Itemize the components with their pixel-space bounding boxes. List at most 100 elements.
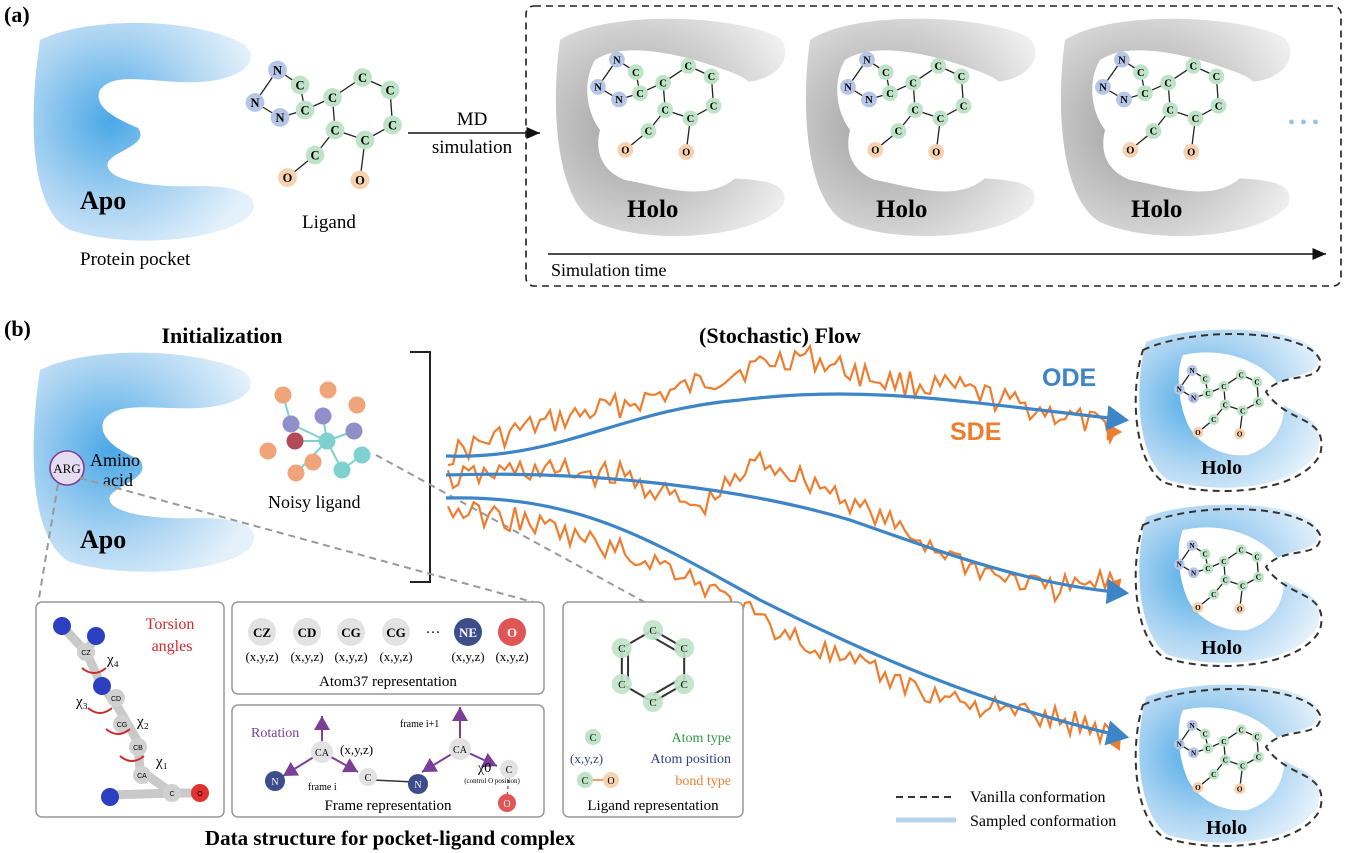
holo-b-label-3: Holo bbox=[1206, 817, 1247, 839]
holo-b-lig-3-atom-8 bbox=[1253, 751, 1264, 763]
holo-a-lig-3-atom-10 bbox=[1162, 102, 1179, 118]
holo-a-lig-1-atom-label-13: O bbox=[682, 148, 690, 159]
benzene-atom-3 bbox=[643, 692, 663, 712]
holo-b-lig-2-atom-label-2: N bbox=[1177, 561, 1183, 569]
holo-b-label-2: Holo bbox=[1201, 637, 1242, 659]
flow-curves bbox=[445, 343, 1130, 751]
ligand-a-atom-label-6: C bbox=[358, 71, 367, 85]
noisy-atom-1 bbox=[274, 386, 292, 404]
holo-b-lig-2-atom-11 bbox=[1208, 589, 1220, 600]
holo-b-lig-3-atom-label-9: C bbox=[1240, 762, 1245, 770]
holo-a-lig-2-atom-0 bbox=[859, 51, 875, 68]
holo-a-lig-3-atom-13 bbox=[1183, 144, 1200, 160]
holo-a-lig-1-atom-11 bbox=[640, 123, 657, 139]
holo-a-lig-1-atom-label-8: C bbox=[710, 101, 718, 112]
ligand-a-atom-label-10: C bbox=[330, 123, 339, 137]
ligand-a-atom-label-1: C bbox=[295, 78, 304, 92]
ligand-a-atom-label-0: N bbox=[273, 63, 282, 77]
holo-a-lig-1-atom-label-0: N bbox=[613, 55, 621, 66]
holo-a-lig-3-atom-label-9: C bbox=[1192, 114, 1200, 125]
ligand-a-atom-1 bbox=[290, 75, 310, 95]
holo-b-lig-1-atom-label-2: N bbox=[1177, 386, 1183, 394]
holo-a-lig-3-atom-label-13: O bbox=[1187, 148, 1195, 159]
sidechain-atom-1 bbox=[87, 627, 105, 645]
legend-bond-o bbox=[603, 772, 619, 788]
holo-a-lig-3-atom-label-7: C bbox=[1213, 72, 1221, 83]
benzene-atom-4 bbox=[611, 674, 632, 694]
ligand-a-atom-11 bbox=[305, 145, 325, 165]
holo-b-lig-1-atom-7 bbox=[1251, 376, 1263, 388]
atom37-atom-cg-2 bbox=[337, 618, 365, 646]
holo-b-lig-3-atom-label-6: C bbox=[1239, 726, 1244, 734]
sidechain-atom-label-7: CA bbox=[137, 773, 147, 780]
noisy-atom-5 bbox=[318, 432, 336, 450]
holo-b-lig-3-atom-0 bbox=[1186, 720, 1198, 731]
holo-b-lig-2-atom-label-0: N bbox=[1190, 542, 1196, 550]
holo-b-lig-3-atom-5 bbox=[1218, 735, 1230, 747]
holo-b-lig-1-atom-label-13: O bbox=[1237, 430, 1243, 438]
holo-b-lig-1-atom-3 bbox=[1188, 392, 1199, 404]
holo-a-lig-2-atom-1 bbox=[877, 64, 894, 81]
benzene-atom-label-2: C bbox=[681, 679, 688, 691]
holo-b-lig-3-atom-label-13: O bbox=[1237, 785, 1243, 793]
benzene-atom-1 bbox=[674, 638, 695, 658]
holo-a-lig-3-atom-label-3: N bbox=[1120, 95, 1128, 106]
holo-b-lig-3-atom-4 bbox=[1202, 743, 1214, 754]
holo-b-lig-2-atom-label-9: C bbox=[1240, 582, 1245, 590]
holo-b-lig-2-atom-label-1: C bbox=[1203, 551, 1208, 559]
holo-b-lig-3-atom-3 bbox=[1188, 747, 1199, 759]
frame-o: O bbox=[503, 799, 510, 810]
atom37-atom-extra-1 bbox=[498, 618, 526, 646]
holo-a-lig-3-atom-0 bbox=[1114, 51, 1130, 68]
ligand-a-atom-6 bbox=[353, 68, 372, 87]
noisy-atom-9 bbox=[333, 461, 351, 479]
arg-label: ARG bbox=[53, 461, 80, 476]
holo-a-lig-1-atom-9 bbox=[682, 110, 699, 127]
legend-bond-c bbox=[577, 772, 593, 788]
holo-b-lig-2-atom-label-12: O bbox=[1195, 604, 1201, 612]
holo-b-lig-1-atom-label-7: C bbox=[1254, 378, 1259, 386]
holo-a-lig-2-atom-4 bbox=[882, 85, 898, 102]
holo-a-lig-3-atom-label-5: C bbox=[1164, 78, 1172, 89]
frame-panel bbox=[231, 704, 545, 818]
torsion-label-1: Torsion bbox=[146, 616, 195, 633]
holo-a-lig-1-atom-1 bbox=[627, 64, 644, 81]
legend-atom-c-text: C bbox=[590, 733, 597, 744]
holo-a-lig-2-atom-label-12: O bbox=[871, 146, 879, 157]
holo-b-lig-2-atom-label-4: C bbox=[1205, 565, 1210, 573]
connector-arg-panel bbox=[37, 483, 59, 605]
holo-a-lig-3-atom-label-6: C bbox=[1190, 62, 1198, 73]
holo-a-lig-2-atom-6 bbox=[930, 58, 947, 74]
holo-a-lig-3-atom-9 bbox=[1187, 110, 1204, 127]
holo-a-lig-2-atom-label-5: C bbox=[909, 78, 917, 89]
holo-a-lig-1-atom-label-7: C bbox=[708, 72, 716, 83]
frame-n1: N bbox=[271, 777, 278, 788]
holo-b-lig-2-atom-label-11: C bbox=[1211, 591, 1216, 599]
sidechain-atom-label-6: CB bbox=[133, 745, 143, 752]
atom37-extra-xyz-0: (x,y,z) bbox=[451, 649, 484, 664]
benzene-atom-label-5: C bbox=[618, 643, 625, 655]
ligand-label: Ligand bbox=[302, 212, 356, 233]
holo-b-lig-2-atom-label-5: C bbox=[1221, 558, 1226, 566]
frame-i-label: frame i bbox=[308, 782, 337, 793]
holo-a-lig-3-atom-label-0: N bbox=[1118, 55, 1126, 66]
holo-b-vanilla-1 bbox=[1134, 333, 1323, 493]
holo-a-lig-1-atom-2 bbox=[590, 79, 606, 95]
holo-a-lig-3-atom-label-10: C bbox=[1166, 106, 1174, 117]
sde-path-2 bbox=[446, 450, 1122, 604]
panel-a-label: (a) bbox=[4, 2, 30, 27]
holo-b-lig-2-atom-5 bbox=[1218, 555, 1230, 567]
holo-a-lig-2-atom-label-10: C bbox=[911, 106, 919, 117]
noisy-atom-4 bbox=[286, 432, 304, 450]
holo-b-lig-1-atom-11 bbox=[1208, 414, 1220, 425]
noisy-atom-7 bbox=[259, 442, 277, 460]
holo-b-lig-1-atom-label-0: N bbox=[1190, 367, 1196, 375]
holo-b-lig-3-atom-9 bbox=[1237, 760, 1248, 772]
ode-path-1 bbox=[445, 392, 1130, 458]
holo-b-lig-3-atom-label-0: N bbox=[1190, 722, 1196, 730]
control-o-label: (control O position) bbox=[464, 777, 520, 785]
